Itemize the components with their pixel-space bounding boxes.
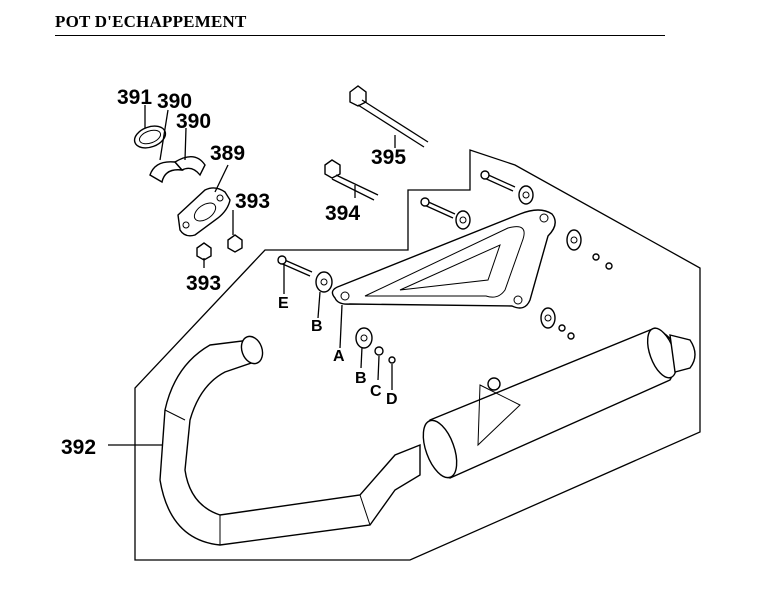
label-393a: 393 xyxy=(235,190,270,213)
gasket-ring-391 xyxy=(133,125,167,149)
bolt-395 xyxy=(349,85,429,148)
bolt-394 xyxy=(324,159,379,201)
washer-c xyxy=(374,346,384,356)
label-390b: 390 xyxy=(176,110,211,133)
label-392: 392 xyxy=(61,436,96,459)
nut-393a xyxy=(227,234,243,253)
label-391: 391 xyxy=(117,86,152,109)
washer-right-1 xyxy=(566,229,582,251)
washer-upper-2 xyxy=(518,185,534,205)
label-b2: B xyxy=(355,370,367,387)
bolt-upper-right xyxy=(480,170,516,192)
bolt-e xyxy=(277,255,313,277)
label-b1: B xyxy=(311,318,323,335)
title-underline xyxy=(55,35,665,36)
label-d: D xyxy=(386,391,398,408)
washer-right-2 xyxy=(540,307,556,329)
muffler xyxy=(422,327,696,479)
washer-b1 xyxy=(315,271,333,293)
flange-389 xyxy=(177,187,231,237)
exhaust-pipe xyxy=(159,335,421,546)
label-395: 395 xyxy=(371,146,406,169)
half-ring-390b xyxy=(173,156,206,177)
label-c: C xyxy=(370,383,382,400)
label-393b: 393 xyxy=(186,272,221,295)
washer-d xyxy=(388,356,396,364)
label-e: E xyxy=(278,295,289,312)
label-a: A xyxy=(333,348,345,365)
nut-393b xyxy=(196,242,212,261)
label-394: 394 xyxy=(325,202,360,225)
heat-shield-bracket xyxy=(331,209,556,309)
bolt-upper-left xyxy=(420,197,456,219)
page-title: POT D'ECHAPPEMENT xyxy=(55,12,247,31)
label-390a: 390 xyxy=(157,90,192,113)
label-389: 389 xyxy=(210,142,245,165)
washer-b2 xyxy=(355,327,373,349)
assembly-boundary xyxy=(134,149,701,561)
washer-upper-1 xyxy=(455,210,471,230)
